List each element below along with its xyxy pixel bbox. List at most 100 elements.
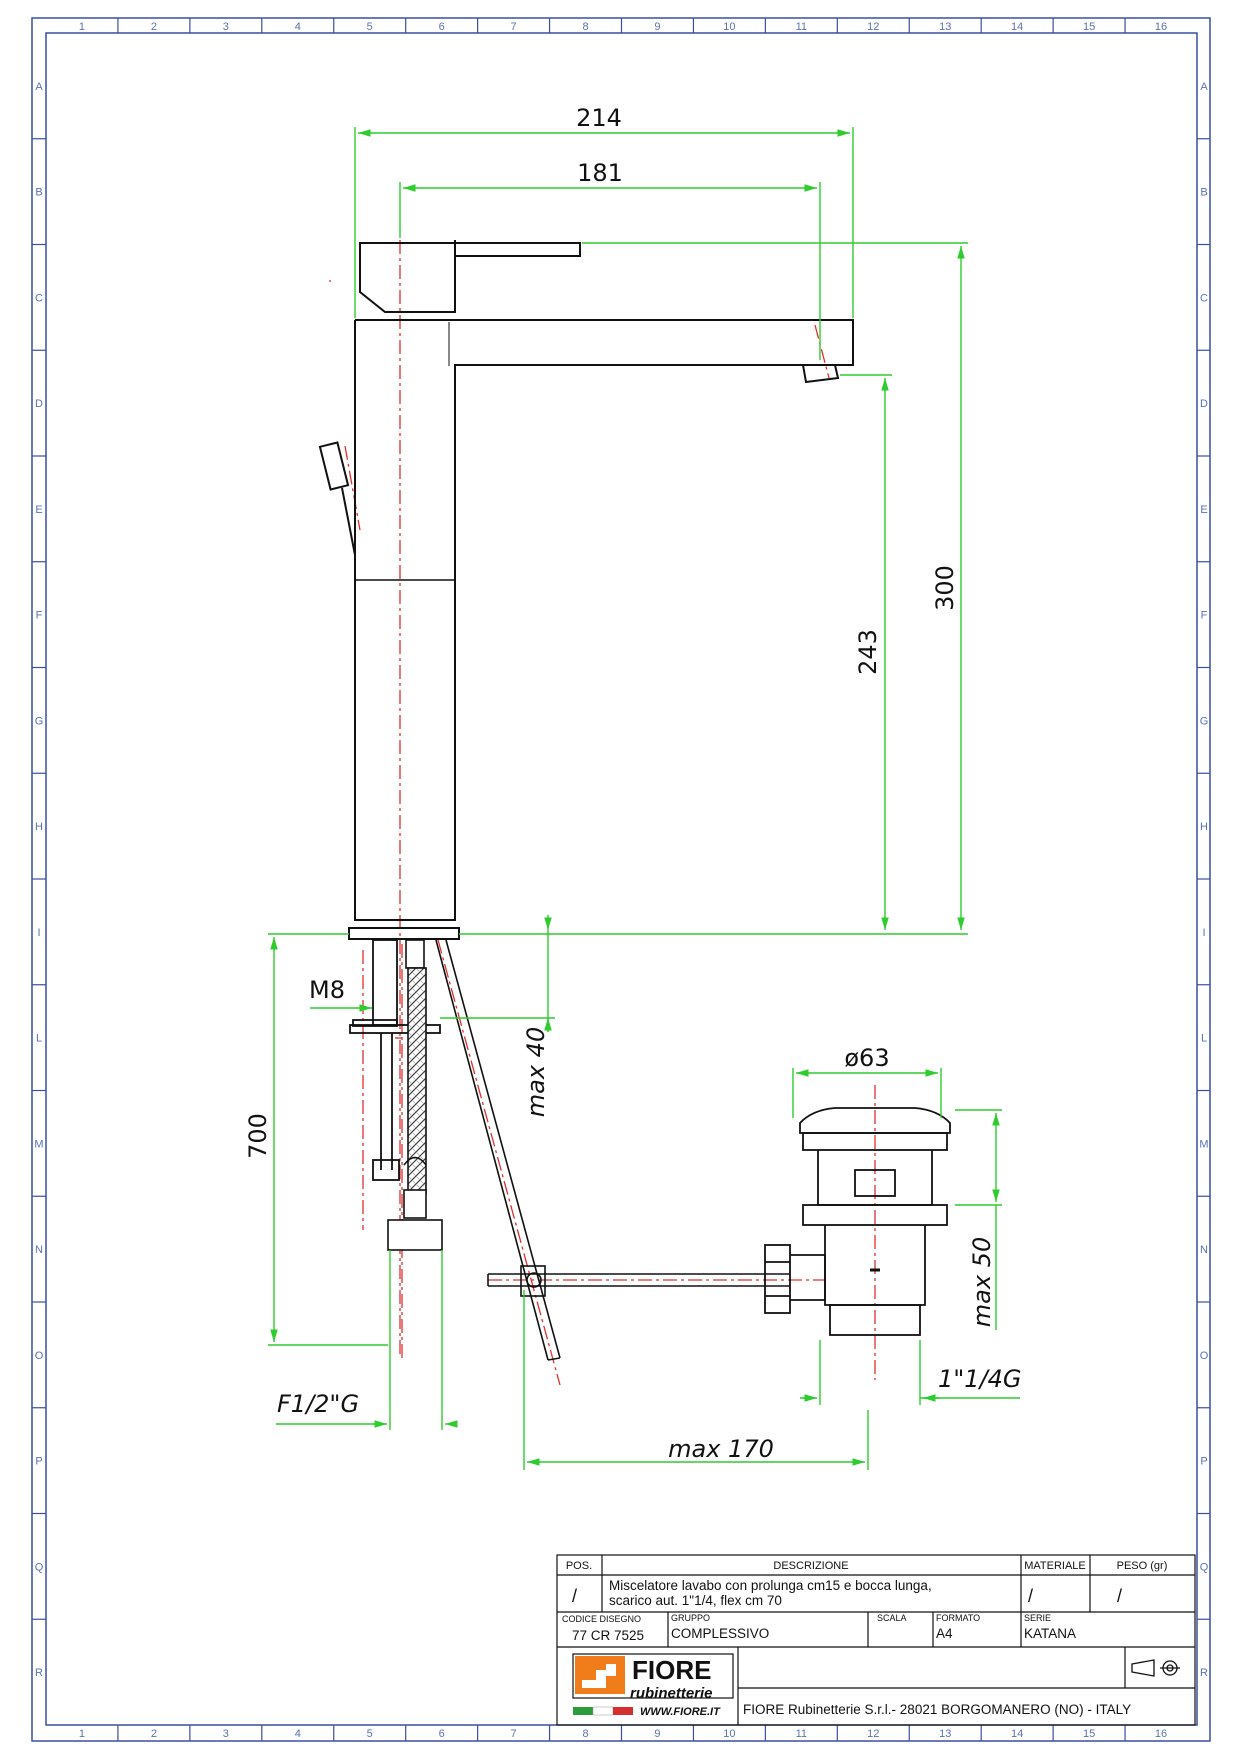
grid-row-label: E (35, 504, 42, 516)
grid-column-label: 9 (654, 21, 660, 33)
dim-300: 300 (931, 565, 959, 611)
grid-row-label: N (35, 1244, 43, 1256)
grid-row-label: A (35, 81, 43, 93)
logo-url: WWW.FIORE.IT (640, 1706, 721, 1718)
company-address: FIORE Rubinetterie S.r.l.- 28021 BORGOMA… (743, 1702, 1131, 1717)
grid-column-label: 3 (223, 21, 229, 33)
grid-row-label: M (1199, 1138, 1208, 1150)
grid-column-label: 13 (939, 1728, 951, 1740)
grid-column-label: 2 (151, 1728, 157, 1740)
grid-column-label: 6 (439, 1728, 445, 1740)
logo-word: FIORE (632, 1655, 711, 1685)
dim-diameter-63: ø63 (844, 1044, 889, 1072)
grid-column-label: 15 (1083, 21, 1095, 33)
grid-column-label: 3 (223, 1728, 229, 1740)
title-block: POS. / DESCRIZIONE Miscelatore lavabo co… (556, 1554, 1196, 1726)
grid-row-label: F (36, 610, 43, 622)
grid-column-label: 14 (1011, 1728, 1023, 1740)
grid-row-label: B (1200, 187, 1207, 199)
grid-row-label: R (35, 1667, 43, 1679)
grid-row-label: F (1201, 610, 1208, 622)
grid-column-label: 13 (939, 21, 951, 33)
pos-header: POS. (566, 1560, 592, 1572)
format-header: FORMATO (936, 1613, 980, 1623)
grid-row-label: M (34, 1138, 43, 1150)
grid-column-label: 14 (1011, 21, 1023, 33)
grid-column-label: 9 (654, 1728, 660, 1740)
grid-column-label: 6 (439, 21, 445, 33)
grid-column-label: 12 (867, 21, 879, 33)
logo-subword: rubinetterie (630, 1685, 713, 1702)
grid-column-label: 16 (1155, 1728, 1167, 1740)
grid-column-label: 5 (367, 1728, 373, 1740)
grid-column-label: 11 (796, 1728, 807, 1740)
grid-column-label: 11 (796, 21, 807, 33)
grid-row-label: R (1200, 1667, 1208, 1679)
grid-ticks (32, 18, 1210, 1741)
dim-thread-inlet: F1/2"G (277, 1390, 359, 1418)
description-line-1: Miscelatore lavabo con prolunga cm15 e b… (609, 1578, 932, 1593)
grid-row-label: G (1200, 715, 1209, 727)
grid-row-label: L (1201, 1033, 1207, 1045)
grid-row-label: I (1202, 927, 1205, 939)
grid-column-label: 15 (1083, 1728, 1095, 1740)
grid-row-label: C (1200, 292, 1208, 304)
grid-row-label: A (1200, 81, 1208, 93)
dim-181: 181 (577, 159, 623, 187)
code-header: CODICE DISEGNO (562, 1614, 641, 1624)
grid-column-label: 16 (1155, 21, 1167, 33)
grid-column-label: 4 (295, 21, 301, 33)
grid-row-label: O (35, 1350, 44, 1362)
grid-column-label: 7 (511, 1728, 517, 1740)
center-lines (329, 240, 876, 1386)
pop-up-rod (435, 939, 790, 1361)
dimension-labels: 214 181 300 243 700 M8 max 40 ø63 max 50… (244, 104, 1022, 1463)
pos-value: / (572, 1586, 577, 1606)
drawing-frame (31, 17, 1211, 1742)
description-header: DESCRIZIONE (773, 1560, 848, 1572)
code-value: 77 CR 7525 (572, 1628, 644, 1643)
scale-header: SCALA (877, 1613, 907, 1623)
grid-column-label: 7 (511, 21, 517, 33)
drain-waste (764, 1107, 951, 1336)
grid-column-label: 10 (723, 21, 735, 33)
grid-column-label: 8 (582, 1728, 588, 1740)
weight-value: / (1117, 1586, 1122, 1606)
group-value: COMPLESSIVO (671, 1626, 769, 1641)
series-header: SERIE (1024, 1613, 1051, 1623)
grid-row-label: I (37, 927, 40, 939)
grid-row-label: D (1200, 398, 1208, 410)
grid-row-label: Q (35, 1561, 44, 1573)
flex-hose (387, 939, 443, 1251)
weight-header: PESO (gr) (1117, 1560, 1168, 1572)
grid-column-label: 12 (867, 1728, 879, 1740)
projection-symbol-icon (1131, 1659, 1180, 1677)
grid-column-label: 4 (295, 1728, 301, 1740)
grid-row-label: C (35, 292, 43, 304)
material-value: / (1028, 1586, 1033, 1606)
grid-column-label: 1 (79, 21, 85, 33)
group-header: GRUPPO (671, 1613, 710, 1623)
grid-row-label: O (1200, 1350, 1209, 1362)
dim-thread-drain: 1"1/4G (938, 1365, 1022, 1393)
grid-row-label: D (35, 398, 43, 410)
grid-row-label: H (1200, 821, 1208, 833)
fiore-logo: FIORE rubinetterie WWW.FIORE.IT (572, 1653, 734, 1718)
dim-700: 700 (244, 1113, 272, 1159)
grid-row-label: H (35, 821, 43, 833)
dim-243: 243 (854, 629, 882, 675)
grid-labels: 1122334455667788991010111112121313141415… (34, 21, 1208, 1740)
series-value: KATANA (1024, 1626, 1076, 1641)
grid-column-label: 2 (151, 21, 157, 33)
grid-row-label: P (35, 1456, 42, 1468)
grid-row-label: L (36, 1033, 42, 1045)
dim-m8: M8 (309, 976, 345, 1004)
grid-row-label: N (1200, 1244, 1208, 1256)
grid-row-label: Q (1200, 1561, 1209, 1573)
grid-row-label: B (35, 187, 42, 199)
grid-row-label: E (1200, 504, 1207, 516)
dim-max-170: max 170 (668, 1435, 774, 1463)
dimension-lines (268, 127, 1020, 1470)
dim-214: 214 (576, 104, 622, 132)
